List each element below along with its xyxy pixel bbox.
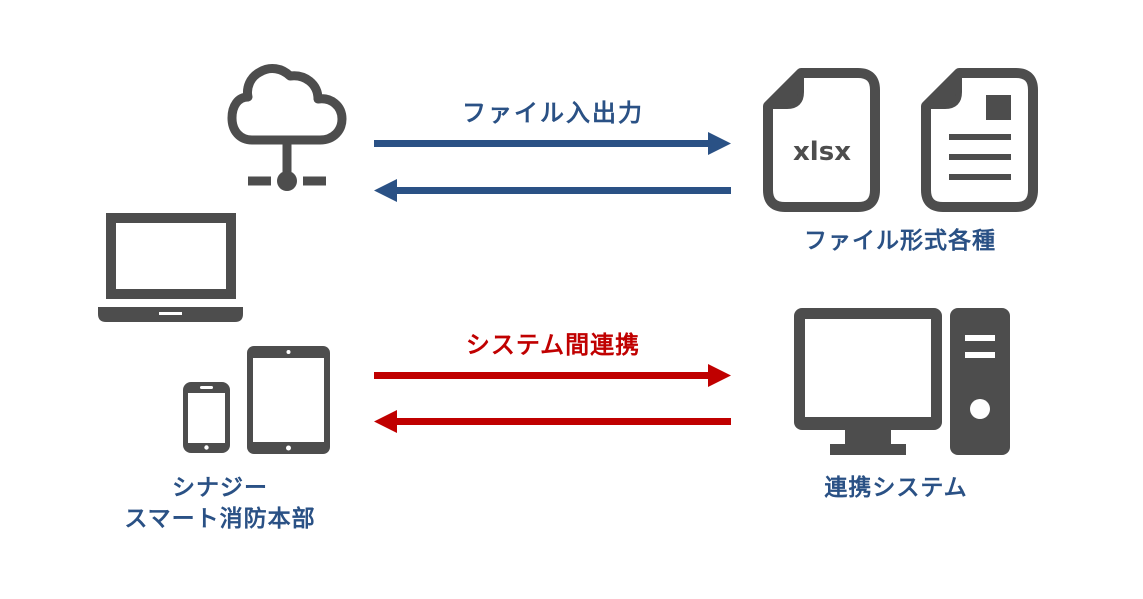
pc-tower-icon [950,308,1010,455]
laptop-icon [98,213,243,322]
fire-dept-label-line1: シナジー [172,475,268,501]
xlsx-file-text: xlsx [793,137,851,167]
fire-dept-label-line2: スマート消防本部 [124,506,316,532]
system-link-arrow-left [374,410,731,433]
document-icon [921,68,1038,212]
file-io-arrow-left [374,179,731,202]
file-io-label: ファイル入出力 [462,99,644,127]
smartphone-icon [183,382,230,453]
file-io-arrow-right [374,132,731,155]
xlsx-file-icon [763,68,880,212]
system-link-arrow-right [374,364,731,387]
desktop-monitor-icon [794,308,942,455]
cloud-network-icon [227,64,347,191]
linked-system-label: 連携システム [824,475,968,501]
tablet-icon [247,346,330,454]
system-link-label: システム間連携 [465,331,641,359]
file-formats-label: ファイル形式各種 [804,228,996,254]
